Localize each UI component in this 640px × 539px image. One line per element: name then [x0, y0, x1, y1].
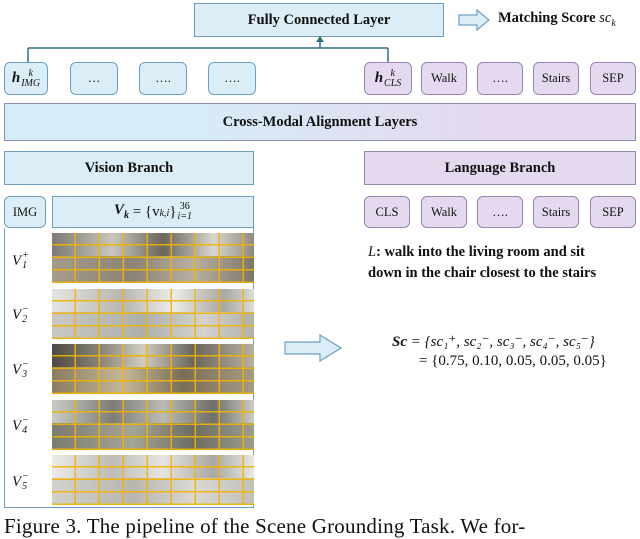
cand-1-sub: 1 — [22, 260, 28, 271]
instruction-line-2: down in the chair closest to the stairs — [368, 265, 597, 281]
figure-caption: Figure 3. The pipeline of the Scene Grou… — [4, 514, 525, 539]
token-dots-2: …. — [139, 62, 187, 95]
score-line-2: = {0.75, 0.10, 0.05, 0.05, 0.05} — [419, 353, 607, 369]
token-sep-label: SEP — [602, 204, 624, 219]
token-dots-4-label: …. — [492, 71, 508, 85]
cand-4-name: V — [12, 417, 22, 434]
instruction-line-1: : walk into the living room and sit — [376, 244, 585, 260]
candidate-label-3: V−3 — [12, 357, 29, 383]
token-walk-top: Walk — [421, 62, 467, 95]
token-walk-top-label: Walk — [430, 71, 458, 85]
panorama-image-3 — [52, 344, 254, 394]
instruction-text: L: walk into the living room and sit dow… — [368, 242, 638, 284]
token-dots-1: … — [70, 62, 118, 95]
token-sep-top-label: SEP — [602, 71, 624, 85]
token-dots-3: …. — [208, 62, 256, 95]
matching-score-subscript: k — [611, 17, 616, 29]
token-dots-1-label: … — [87, 71, 101, 85]
fully-connected-label: Fully Connected Layer — [247, 11, 391, 28]
right-arrow-large-icon — [284, 334, 342, 362]
language-branch-header: Language Branch — [364, 151, 636, 185]
token-dots-4: …. — [477, 62, 523, 95]
score-lhs: Sc — [392, 334, 407, 350]
h-img-base: h — [11, 70, 21, 86]
token-cls: CLS — [364, 196, 410, 228]
token-dots-lang-label: …. — [492, 204, 508, 219]
vk-lhs: V — [113, 202, 124, 218]
vision-branch-header: Vision Branch — [4, 151, 254, 185]
cand-3-name: V — [12, 361, 22, 378]
matching-score-label: Matching Score — [498, 10, 596, 26]
cand-5-sub: 5 — [22, 481, 28, 492]
h-cls-sup: k — [390, 67, 395, 79]
vk-sup: 36 — [179, 201, 190, 212]
vk-close: } — [169, 203, 177, 220]
token-stairs-top-label: Stairs — [541, 71, 571, 85]
vision-branch-label: Vision Branch — [84, 159, 174, 176]
candidate-label-1: V+1 — [12, 248, 29, 274]
vk-lhs-sub: k — [123, 210, 129, 221]
token-sep: SEP — [590, 196, 636, 228]
score-values: = {0.75, 0.10, 0.05, 0.05, 0.05} — [419, 353, 607, 370]
cand-2-sup: − — [22, 304, 29, 315]
instruction-symbol: L — [368, 244, 377, 260]
vk-sub: k,i — [159, 207, 170, 219]
cand-4-sup: − — [22, 415, 29, 426]
token-walk: Walk — [421, 196, 467, 228]
cand-5-name: V — [12, 473, 22, 490]
h-cls-sub: CLS — [384, 77, 402, 89]
cand-2-name: V — [12, 306, 22, 323]
vk-lower: i=1 — [177, 211, 193, 222]
score-set: Sc = {sc₁⁺, sc₂⁻, sc₃⁻, sc₄⁻, sc₅⁻} — [392, 332, 595, 351]
panorama-image-4 — [52, 400, 254, 450]
token-walk-label: Walk — [430, 204, 458, 219]
vk-eq: = {v — [132, 203, 160, 220]
candidate-label-2: V−2 — [12, 302, 29, 328]
cand-4-sub: 4 — [22, 425, 28, 436]
h-cls-base: h — [374, 70, 384, 86]
h-img-sup: k — [28, 67, 33, 79]
cross-modal-alignment-layers: Cross-Modal Alignment Layers — [4, 103, 636, 141]
cand-5-sup: − — [22, 471, 29, 482]
matching-score-symbol: sc — [599, 10, 612, 26]
panorama-image-2 — [52, 289, 254, 339]
score-line-1: = {sc₁⁺, sc₂⁻, sc₃⁻, sc₄⁻, sc₅⁻} — [410, 334, 595, 350]
candidate-label-4: V−4 — [12, 413, 29, 439]
token-stairs-label: Stairs — [541, 204, 571, 219]
token-img: IMG — [4, 196, 46, 228]
fully-connected-layer: Fully Connected Layer — [194, 3, 444, 37]
cand-2-sub: 2 — [22, 314, 28, 325]
token-dots-2-label: …. — [155, 71, 171, 85]
token-dots-lang: …. — [477, 196, 523, 228]
h-img-sub: IMG — [21, 77, 41, 89]
token-dots-3-label: …. — [224, 71, 240, 85]
figure-caption-text: Figure 3. The pipeline of the Scene Grou… — [4, 514, 526, 538]
token-stairs-top: Stairs — [533, 62, 579, 95]
cand-3-sub: 3 — [22, 369, 28, 380]
token-stairs: Stairs — [533, 196, 579, 228]
cand-3-sup: − — [22, 359, 29, 370]
token-sep-top: SEP — [590, 62, 636, 95]
cand-1-name: V — [12, 252, 22, 269]
language-branch-label: Language Branch — [444, 159, 556, 176]
token-cls-label: CLS — [375, 204, 399, 219]
token-img-label: IMG — [12, 204, 38, 219]
cand-1-sup: + — [22, 250, 29, 261]
panorama-image-5 — [52, 455, 254, 505]
candidate-label-5: V−5 — [12, 469, 29, 495]
connector-lines — [27, 36, 389, 62]
cross-modal-label: Cross-Modal Alignment Layers — [222, 113, 418, 130]
matching-score: Matching Score sck — [498, 10, 616, 29]
panorama-image-1 — [52, 233, 254, 283]
right-arrow-icon — [458, 9, 490, 31]
